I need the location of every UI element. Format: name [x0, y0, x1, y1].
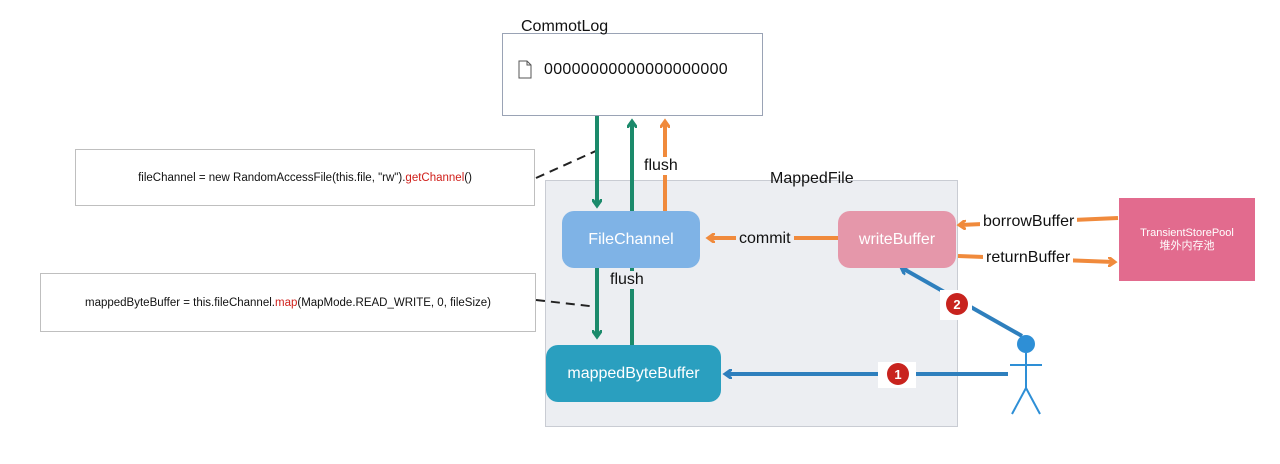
commitlog-title: CommotLog: [521, 18, 609, 35]
note-text-pre: fileChannel = new RandomAccessFile(this.…: [138, 171, 406, 184]
note-method-getchannel: getChannel: [405, 171, 465, 184]
transient-store-pool-label: TransientStorePool: [1140, 226, 1234, 239]
write-buffer-node[interactable]: writeBuffer: [838, 211, 956, 268]
commitlog-box: [502, 33, 763, 116]
note-method-map: map: [274, 296, 298, 309]
borrow-buffer-label: borrowBuffer: [980, 213, 1078, 231]
file-channel-node[interactable]: FileChannel: [562, 211, 700, 268]
commitlog-file-name: 00000000000000000000: [544, 61, 728, 78]
flush-label-top: flush: [642, 157, 680, 175]
write-buffer-label: writeBuffer: [858, 230, 936, 248]
transient-store-pool-sublabel: 堆外内存池: [1159, 239, 1215, 252]
mapped-buffer-note: mappedByteBuffer = this.fileChannel.map(…: [40, 273, 536, 332]
mapped-byte-buffer-node[interactable]: mappedByteBuffer: [546, 345, 721, 402]
note-text-pre: mappedByteBuffer = this.fileChannel.: [85, 296, 275, 309]
mappedfile-title: MappedFile: [770, 170, 854, 187]
transient-store-pool-node[interactable]: TransientStorePool 堆外内存池: [1119, 198, 1255, 281]
note-connector: [535, 299, 599, 308]
note-connector: [535, 149, 599, 179]
file-channel-note: fileChannel = new RandomAccessFile(this.…: [75, 149, 535, 206]
person-icon: [1004, 330, 1050, 421]
return-buffer-label: returnBuffer: [983, 249, 1074, 267]
file-icon: [518, 60, 532, 84]
step-2-badge: 2: [946, 293, 968, 315]
flush-label-mid: flush: [608, 271, 646, 289]
note-text-post: (MapMode.READ_WRITE, 0, fileSize): [297, 296, 491, 309]
note-text-post: (): [464, 171, 472, 184]
step-1-badge: 1: [887, 363, 909, 385]
mapped-byte-buffer-label: mappedByteBuffer: [567, 364, 700, 382]
file-channel-label: FileChannel: [588, 230, 674, 248]
commit-label: commit: [736, 230, 794, 248]
